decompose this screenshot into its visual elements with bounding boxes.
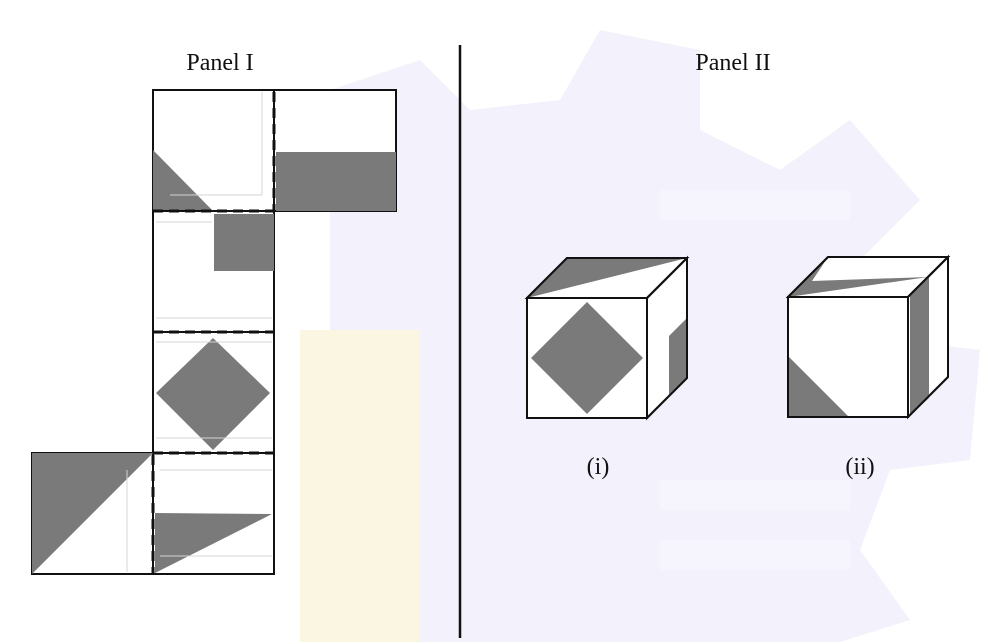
net-face-bottom bbox=[152, 452, 275, 575]
net-face-second-square bbox=[214, 214, 274, 271]
cube-option-i bbox=[524, 255, 690, 421]
cube-i-side-shade bbox=[669, 318, 687, 396]
panel-title-left: Panel I bbox=[186, 50, 253, 76]
net-face-right-flap-band bbox=[276, 152, 396, 211]
cube-ii-top-shade bbox=[788, 257, 928, 297]
panel-title-right: Panel II bbox=[695, 50, 770, 76]
cube-ii-side-shade bbox=[910, 276, 929, 415]
cube-ii-front-triangle bbox=[789, 357, 848, 416]
watermark-bar-1 bbox=[660, 190, 850, 220]
watermark-bar-3 bbox=[660, 540, 850, 570]
net-face-bottom-wedge bbox=[155, 513, 272, 573]
net-fold-lines bbox=[151, 92, 276, 574]
net-face-left-flap-triangle bbox=[32, 453, 153, 574]
cube-i-front-diamond bbox=[531, 302, 643, 414]
net-face-top-triangle bbox=[153, 150, 213, 211]
net-face-right-flap bbox=[273, 89, 397, 212]
cube-i-top-shade bbox=[527, 258, 687, 298]
net-face-third bbox=[152, 331, 275, 454]
cube-caption-ii: (ii) bbox=[845, 454, 874, 480]
cube-net bbox=[31, 89, 397, 575]
net-face-third-diamond bbox=[156, 338, 270, 450]
net-face-left-flap bbox=[31, 452, 154, 575]
cube-option-ii bbox=[785, 254, 951, 420]
net-face-second bbox=[152, 210, 275, 333]
net-ghost-lines bbox=[126, 92, 272, 572]
watermark-bar-2 bbox=[660, 480, 850, 510]
cube-caption-i: (i) bbox=[587, 454, 610, 480]
watermark-pillar bbox=[300, 330, 420, 642]
net-face-top bbox=[152, 89, 275, 212]
